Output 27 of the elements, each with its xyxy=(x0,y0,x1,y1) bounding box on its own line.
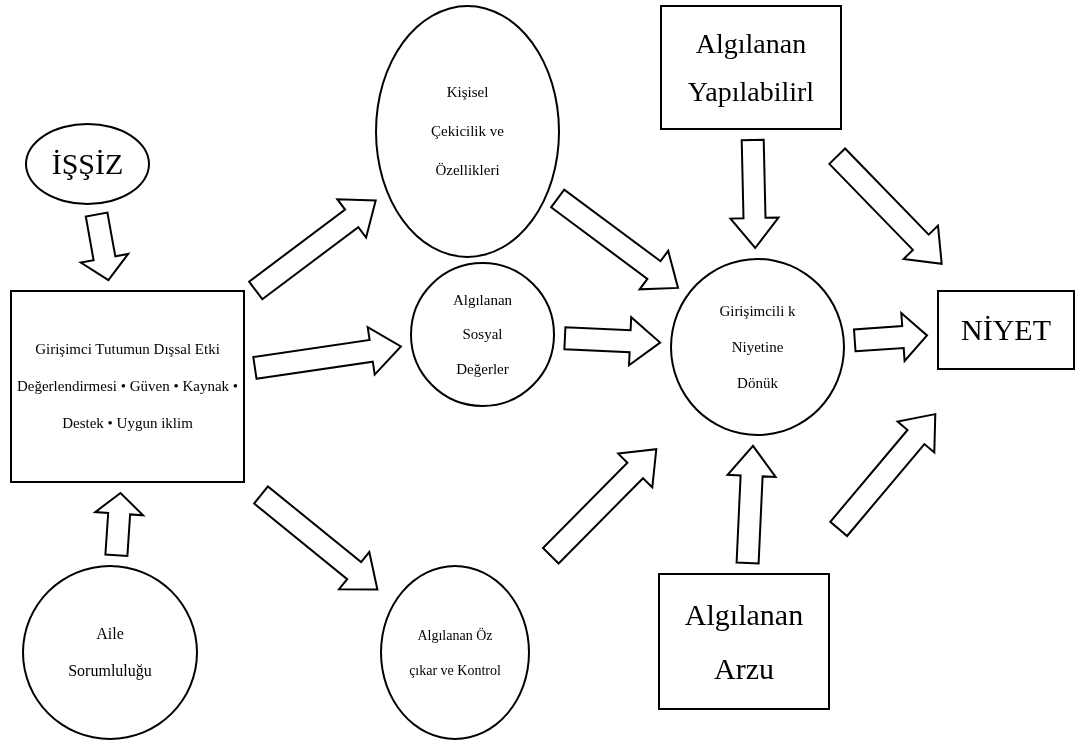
node-label: Girişimci Tutumun Dışsal Etki Değerlendirmesi • Güven • Kaynak • Destek • Uygun iklim xyxy=(15,340,240,433)
node-label: Algılanan Öz çıkar ve Kontrol xyxy=(408,626,502,680)
block-arrow xyxy=(725,444,778,565)
rectangle-node xyxy=(658,573,830,710)
node-label: Kişisel Çekicilik ve Özellikleri xyxy=(430,83,505,180)
node-label: Algılanan Arzu xyxy=(683,596,805,687)
block-arrow xyxy=(563,315,662,368)
node-label: NİYET xyxy=(961,312,1051,349)
block-arrow xyxy=(852,310,929,364)
block-arrow xyxy=(252,325,403,380)
rectangle-node xyxy=(660,5,842,130)
node-label: Aile Sorumluluğu xyxy=(67,623,153,682)
rectangle-node xyxy=(937,290,1075,370)
block-arrow xyxy=(827,147,943,265)
block-arrow xyxy=(247,198,377,301)
node-label: Girişimcili k Niyetine Dönük xyxy=(718,302,797,393)
node-label: Algılanan Sosyal Değerler xyxy=(451,290,514,379)
block-arrow xyxy=(728,138,781,250)
block-arrow xyxy=(828,412,937,538)
block-arrow xyxy=(549,188,680,291)
rectangle-node xyxy=(10,290,245,483)
block-arrow xyxy=(252,485,379,591)
block-arrow xyxy=(92,491,146,557)
node-label: Algılanan Yapılabilirl xyxy=(686,26,816,109)
block-arrow xyxy=(541,448,658,565)
node-label: İŞŞİZ xyxy=(51,146,124,183)
block-arrow xyxy=(78,211,131,282)
